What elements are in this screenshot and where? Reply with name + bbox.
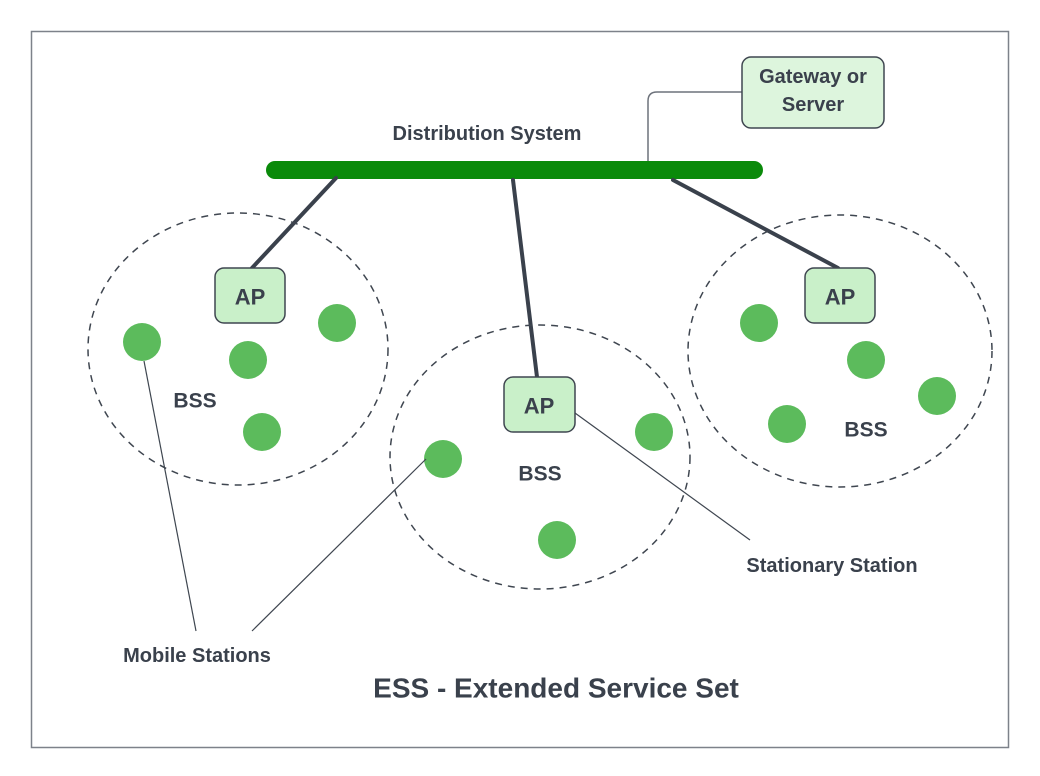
ap-box-1 (214, 267, 286, 324)
station-dot (768, 405, 806, 443)
station-dot (243, 413, 281, 451)
gateway-box (741, 56, 885, 129)
diagram-title: ESS - Extended Service Set (373, 673, 739, 704)
diagram-border (30, 30, 1010, 749)
stationary-station-pointer (574, 412, 751, 541)
station-dot (538, 521, 576, 559)
bss-label-2: BSS (518, 463, 561, 486)
bss-circle-3 (687, 214, 993, 488)
bss-label-3: BSS (844, 419, 887, 442)
station-dot (918, 377, 956, 415)
station-dot (847, 341, 885, 379)
gateway-label-line2: Server (782, 94, 844, 116)
bar-to-ap2-link (511, 178, 539, 379)
bss-circle-1 (87, 212, 389, 486)
station-dot (424, 440, 462, 478)
mobile-stations-label: Mobile Stations (123, 645, 271, 667)
ap-box-2 (503, 376, 576, 433)
distribution-system-label: Distribution System (393, 123, 582, 145)
stationary-station-label: Stationary Station (746, 555, 917, 577)
ap-label-2: AP (524, 394, 555, 419)
bss-circle-2 (389, 324, 691, 590)
ap-box-3 (804, 267, 876, 324)
gateway-label-line1: Gateway or (759, 66, 867, 88)
bar-to-ap3-link (671, 178, 840, 270)
station-dot (123, 323, 161, 361)
station-dot (635, 413, 673, 451)
gateway-connector-line (647, 91, 742, 161)
distribution-bar (266, 161, 763, 179)
station-dot (318, 304, 356, 342)
bss-label-1: BSS (173, 390, 216, 413)
mobile-stations-pointer-2 (251, 458, 427, 632)
ap-label-1: AP (235, 285, 266, 310)
station-dot (740, 304, 778, 342)
mobile-stations-pointer-1 (143, 360, 197, 632)
ap-label-3: AP (825, 285, 856, 310)
station-dot (229, 341, 267, 379)
